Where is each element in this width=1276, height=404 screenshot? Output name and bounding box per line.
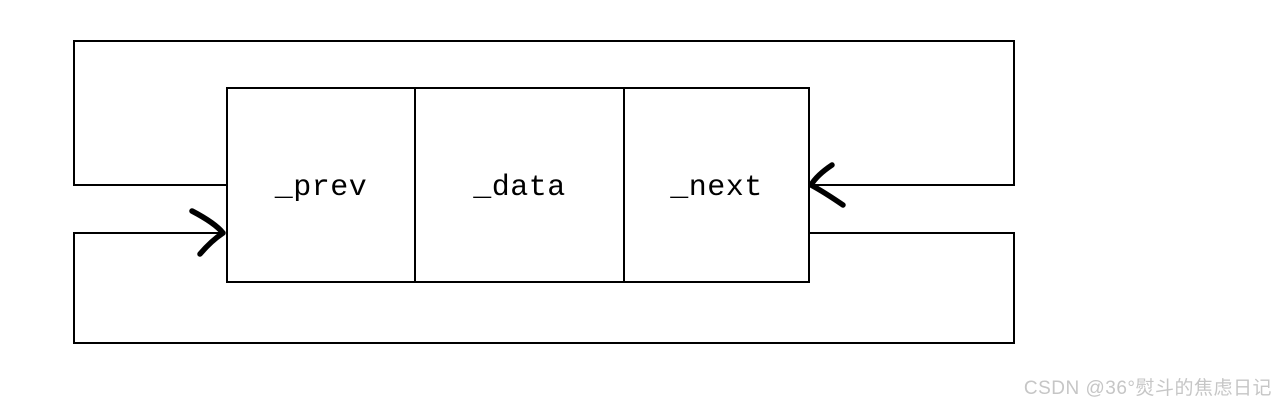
- node-cell-next: _next: [623, 89, 808, 281]
- top-loop-right-line: [1013, 40, 1015, 186]
- top-loop-left-line: [73, 40, 75, 186]
- bottom-loop-bottom-line: [73, 342, 1015, 344]
- top-loop-bottom-left-line: [73, 184, 228, 186]
- top-loop-top-line: [73, 40, 1015, 42]
- linked-list-node: _prev _data _next: [226, 87, 810, 283]
- bottom-loop-right-line: [1013, 232, 1015, 344]
- bottom-loop-top-right-line: [810, 232, 1015, 234]
- watermark: CSDN @36°熨斗的焦虑日记: [1023, 378, 1272, 399]
- top-loop-bottom-right-line: [810, 184, 1015, 186]
- node-cell-data: _data: [414, 89, 623, 281]
- left-chevron-arrowhead-icon: [808, 162, 846, 208]
- bottom-loop-top-left-line: [73, 232, 221, 234]
- node-cell-prev: _prev: [228, 89, 414, 281]
- bottom-loop-left-line: [73, 232, 75, 344]
- prev-label: _prev: [274, 171, 368, 205]
- next-label: _next: [670, 171, 763, 205]
- right-chevron-arrowhead-icon: [189, 208, 226, 257]
- data-label: _data: [473, 171, 566, 205]
